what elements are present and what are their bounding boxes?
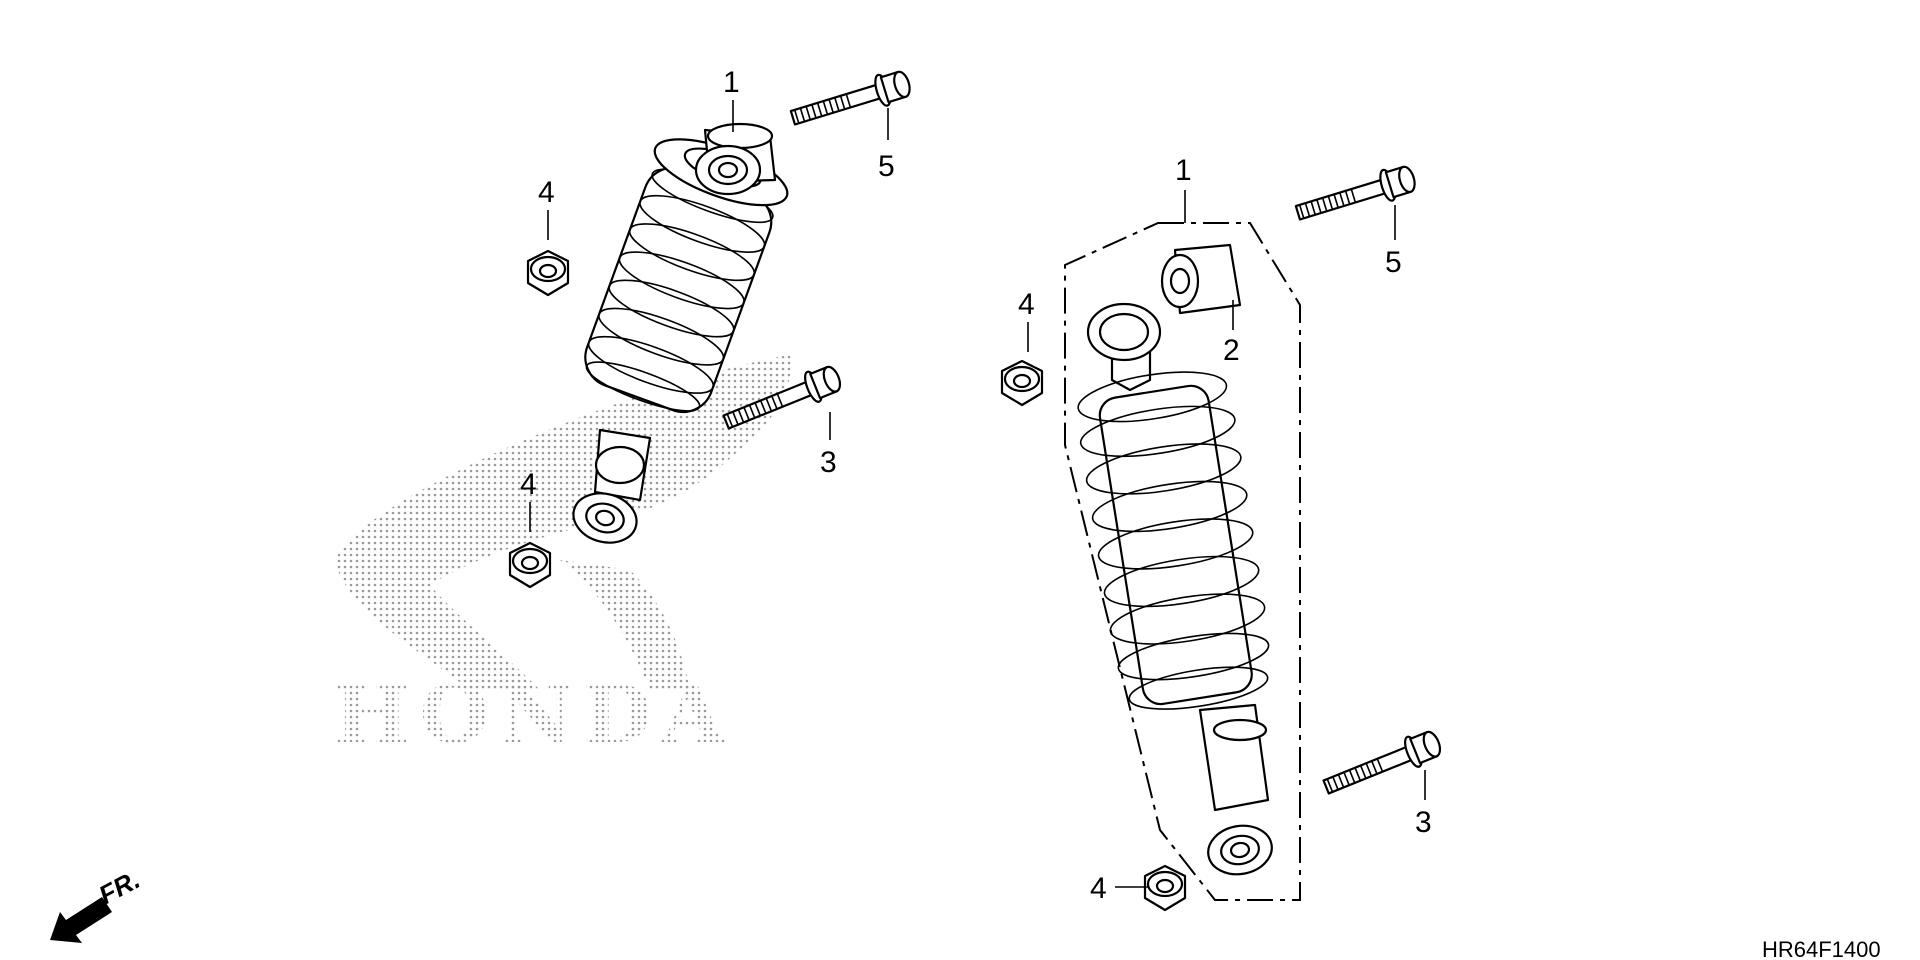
- honda-wing-logo: [335, 355, 791, 690]
- callout-right-shock-assembly: 1: [1175, 154, 1192, 187]
- left-upper-nut: [526, 249, 570, 297]
- right-lower-nut: [1143, 864, 1187, 912]
- front-direction-indicator: FR.: [50, 864, 145, 943]
- callout-right-lower-bolt: 3: [1415, 806, 1432, 839]
- left-lower-nut: [508, 541, 552, 589]
- right-bushing: [1160, 243, 1242, 315]
- callout-right-lower-nut: 4: [1090, 872, 1107, 905]
- callout-left-lower-nut: 4: [520, 468, 537, 501]
- callout-left-upper-bolt: 5: [878, 150, 895, 183]
- callout-left-upper-nut: 4: [538, 176, 555, 209]
- callout-right-bushing: 2: [1223, 334, 1240, 367]
- honda-wordmark: HONDA: [334, 667, 734, 761]
- right-upper-nut: [1000, 359, 1044, 407]
- honda-watermark: HONDA: [334, 355, 791, 761]
- left-upper-bolt: [787, 65, 915, 135]
- left-shock-absorber: [566, 122, 789, 551]
- right-upper-bolt: [1292, 160, 1420, 230]
- callout-right-upper-nut: 4: [1018, 288, 1035, 321]
- right-shock-absorber: [1077, 302, 1277, 881]
- arrow-down-left-icon: [50, 897, 112, 943]
- callout-right-upper-bolt: 5: [1385, 246, 1402, 279]
- diagram-code: HR64F1400: [1762, 937, 1881, 960]
- right-assembly-outline: [1064, 222, 1301, 901]
- callout-left-lower-bolt: 3: [820, 446, 837, 479]
- callout-left-shock: 1: [723, 66, 740, 99]
